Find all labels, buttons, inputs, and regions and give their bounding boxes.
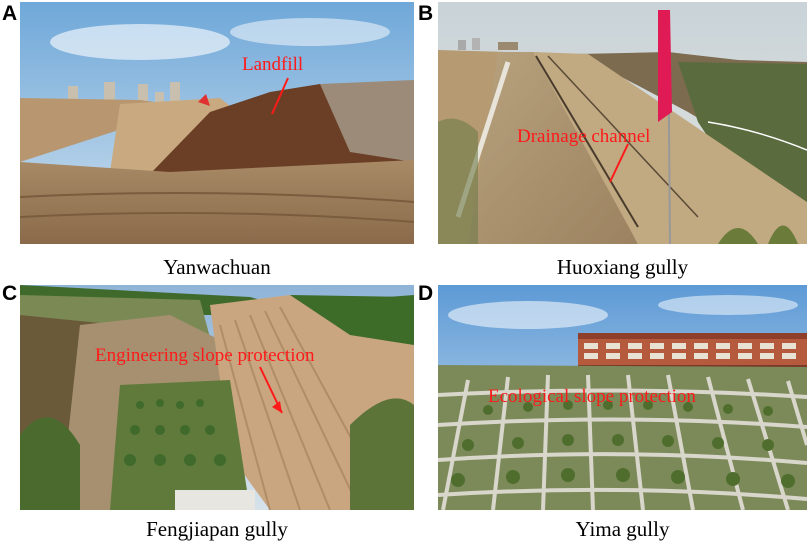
panel-letter-b: B [418, 2, 434, 25]
photo-yima-gully-ecological [438, 285, 807, 510]
annotation-landfill: Landfill [242, 54, 304, 75]
caption-huoxiang-gully: Huoxiang gully [556, 255, 689, 279]
panel-letter-a: A [2, 2, 18, 25]
caption-yima-gully: Yima gully [575, 517, 670, 541]
annotation-ecological-slope-protection: Ecological slope protection [488, 386, 696, 407]
caption-fengjiapan-gully: Fengjiapan gully [146, 517, 288, 541]
caption-yanwachuan: Yanwachuan [163, 255, 271, 279]
photo-yanwachuan-landfill [20, 2, 414, 244]
panel-letter-d: D [418, 282, 434, 305]
annotation-engineering-slope-protection: Engineering slope protection [95, 345, 315, 366]
photo-fengjiapan-gully-engineering [20, 285, 414, 510]
photo-huoxiang-gully-drainage [438, 2, 807, 244]
panel-letter-c: C [2, 282, 18, 305]
annotation-drainage-channel: Drainage channel [517, 126, 651, 147]
